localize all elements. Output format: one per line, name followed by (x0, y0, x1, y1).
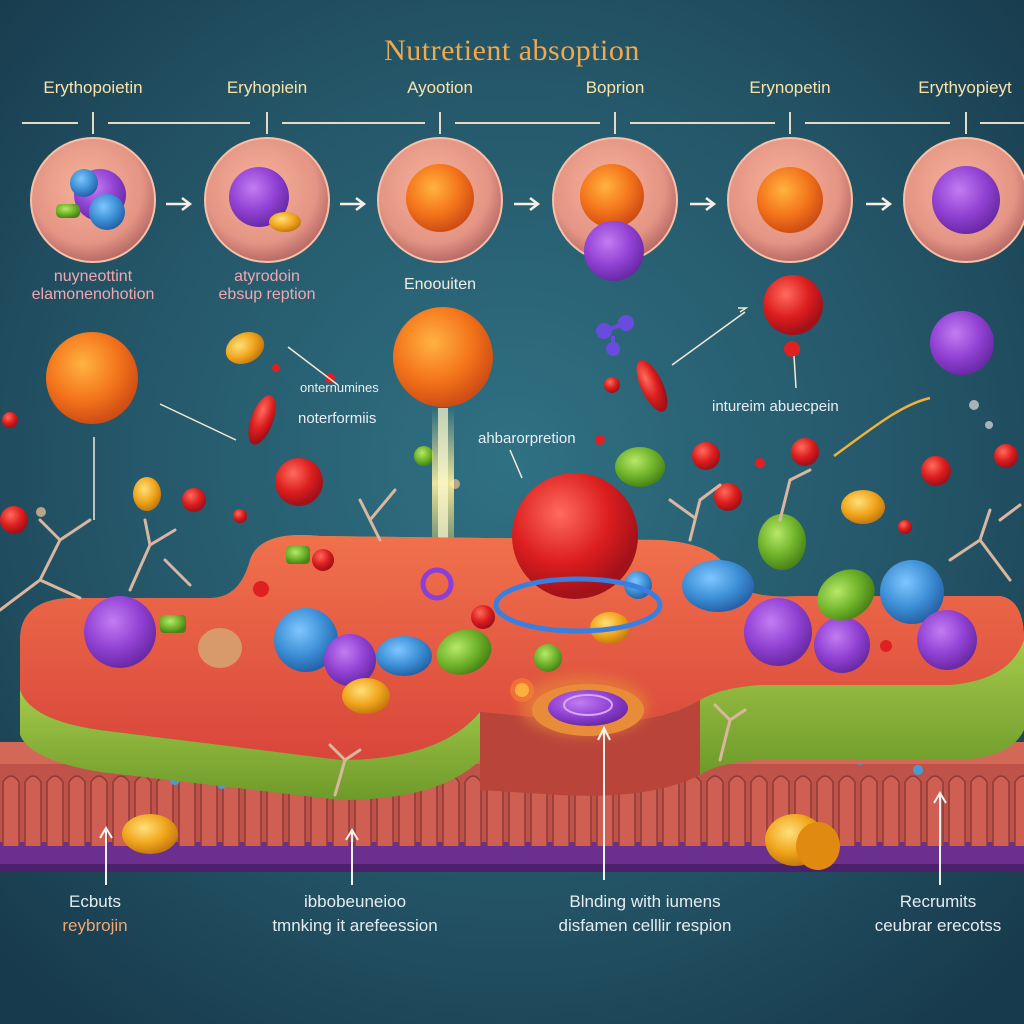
step-caption-2: atyrodoin ebsup reption (218, 268, 316, 303)
villus (750, 775, 768, 846)
label-onternumines: onternumines (300, 380, 379, 395)
bottom-label-4-line2: ceubrar erecotss (874, 916, 1002, 935)
step-label-3: Ayootion (407, 78, 473, 97)
step-label-4: Boprion (585, 78, 645, 97)
villus (838, 775, 856, 846)
label-noterformiis: noterformiis (298, 410, 377, 427)
bottom-label-1-line1: Ecbuts (69, 892, 121, 911)
bottom-label-1: Ecbuts reybrojin (10, 890, 180, 938)
bottom-label-3-line1: Blnding with iumens (569, 892, 721, 911)
villus (46, 775, 64, 846)
floating-particles (0, 275, 1018, 534)
bottom-label-1-line2: reybrojin (62, 916, 128, 935)
villus (728, 775, 746, 846)
step-cell-1 (30, 137, 156, 263)
fibers (0, 468, 1022, 797)
villus (948, 775, 966, 846)
step-arrows (166, 197, 893, 211)
bottom-label-2: ibbobeuneioo tmnking it arefeession (240, 890, 470, 938)
bottom-label-3: Blnding with iumens disfamen celllir res… (520, 890, 770, 938)
molecule-icon (596, 315, 634, 356)
villus (442, 775, 460, 846)
nutrient-dot (913, 765, 923, 775)
pointer-lines (93, 307, 931, 520)
tissue-particles (84, 473, 977, 870)
bottom-label-2-line1: ibbobeuneioo (303, 892, 407, 911)
bottom-pointers (99, 725, 947, 885)
villus (904, 775, 922, 846)
arrow-icon (166, 197, 193, 211)
arrow-icon (514, 197, 541, 211)
villus (178, 775, 196, 846)
villus (68, 775, 86, 846)
arrow-icon (690, 197, 717, 211)
villus (464, 775, 482, 846)
diagram-title: Nutretient absoption (384, 34, 640, 67)
villus (970, 775, 988, 846)
timeline (22, 112, 1024, 134)
villus (706, 775, 724, 846)
bottom-label-4-line1: Recrumits (899, 892, 977, 911)
step-label-1: Erythopoietin (43, 78, 143, 97)
bottom-label-2-line2: tmnking it arefeession (272, 916, 438, 935)
step-cell-6 (903, 137, 1024, 263)
bottom-label-3-line2: disfamen celllir respion (558, 916, 732, 935)
step-cell-3 (377, 137, 503, 263)
bottom-label-4: Recrumits ceubrar erecotss (858, 890, 1018, 938)
villus (1014, 775, 1024, 846)
step-label-2: Eryhopiein (226, 78, 308, 97)
step-label-6: Erythyopieyt (918, 78, 1012, 97)
villus (2, 775, 20, 846)
villus (200, 775, 218, 846)
step-caption-3: Enoouiten (403, 276, 477, 293)
villus (90, 775, 108, 846)
step-cell-2 (204, 137, 330, 263)
arrow-icon (340, 197, 367, 211)
step-cell-4 (552, 137, 678, 281)
villus (992, 775, 1010, 846)
label-intureim: intureim abuecpein (712, 398, 839, 415)
villus (860, 775, 878, 846)
step-cell-5 (727, 137, 853, 263)
step-caption-1: nuyneottint elamonenohotion (31, 268, 155, 303)
step-label-5: Erynopetin (749, 78, 831, 97)
arrow-icon (866, 197, 893, 211)
label-ahbarorpretion: ahbarorpretion (478, 430, 576, 447)
villus (882, 775, 900, 846)
villus (24, 775, 42, 846)
villus (684, 775, 702, 846)
